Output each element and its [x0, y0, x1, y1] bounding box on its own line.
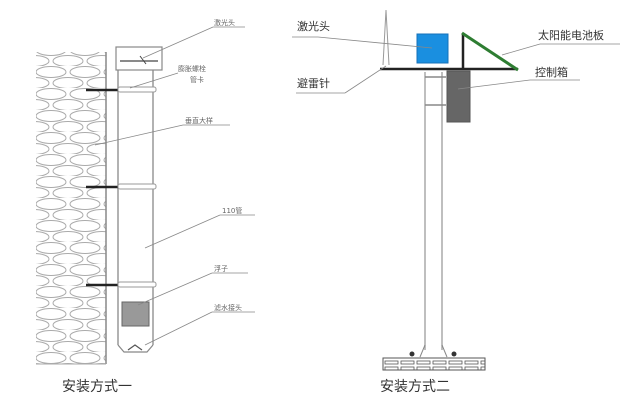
label-laser-head-left: 激光头 — [214, 19, 235, 27]
label-solar-panel: 太阳能电池板 — [538, 29, 604, 42]
label-lightning-rod: 避雷针 — [297, 77, 330, 90]
label-laser-head-right: 激光头 — [297, 20, 330, 33]
stone-wall — [36, 52, 107, 365]
lightning-rod — [382, 9, 390, 66]
pipe-clamps — [86, 86, 157, 288]
control-box — [446, 70, 471, 123]
caption-method-two: 安装方式二 — [380, 379, 450, 395]
pole — [424, 72, 446, 350]
filter-joint — [117, 344, 154, 353]
laser-head-right — [416, 33, 449, 64]
caption-method-one: 安装方式一 — [62, 379, 132, 395]
label-vertical-detail: 垂直大样 — [185, 117, 213, 125]
pole-base — [382, 344, 486, 371]
label-control-box: 控制箱 — [535, 66, 568, 79]
label-float: 浮子 — [214, 265, 228, 273]
leader-lines-right — [292, 36, 620, 94]
float — [121, 301, 150, 327]
pipe-110 — [117, 62, 154, 345]
label-filter-joint: 滤水接头 — [214, 304, 242, 312]
leader-lines-left — [94, 26, 255, 346]
solar-panel — [461, 31, 519, 72]
label-pipe-110: 110管 — [222, 207, 243, 215]
label-expansion-bolt: 膨胀螺栓 — [178, 65, 206, 73]
laser-head-left — [115, 46, 163, 71]
label-pipe-clamp: 管卡 — [190, 76, 204, 84]
